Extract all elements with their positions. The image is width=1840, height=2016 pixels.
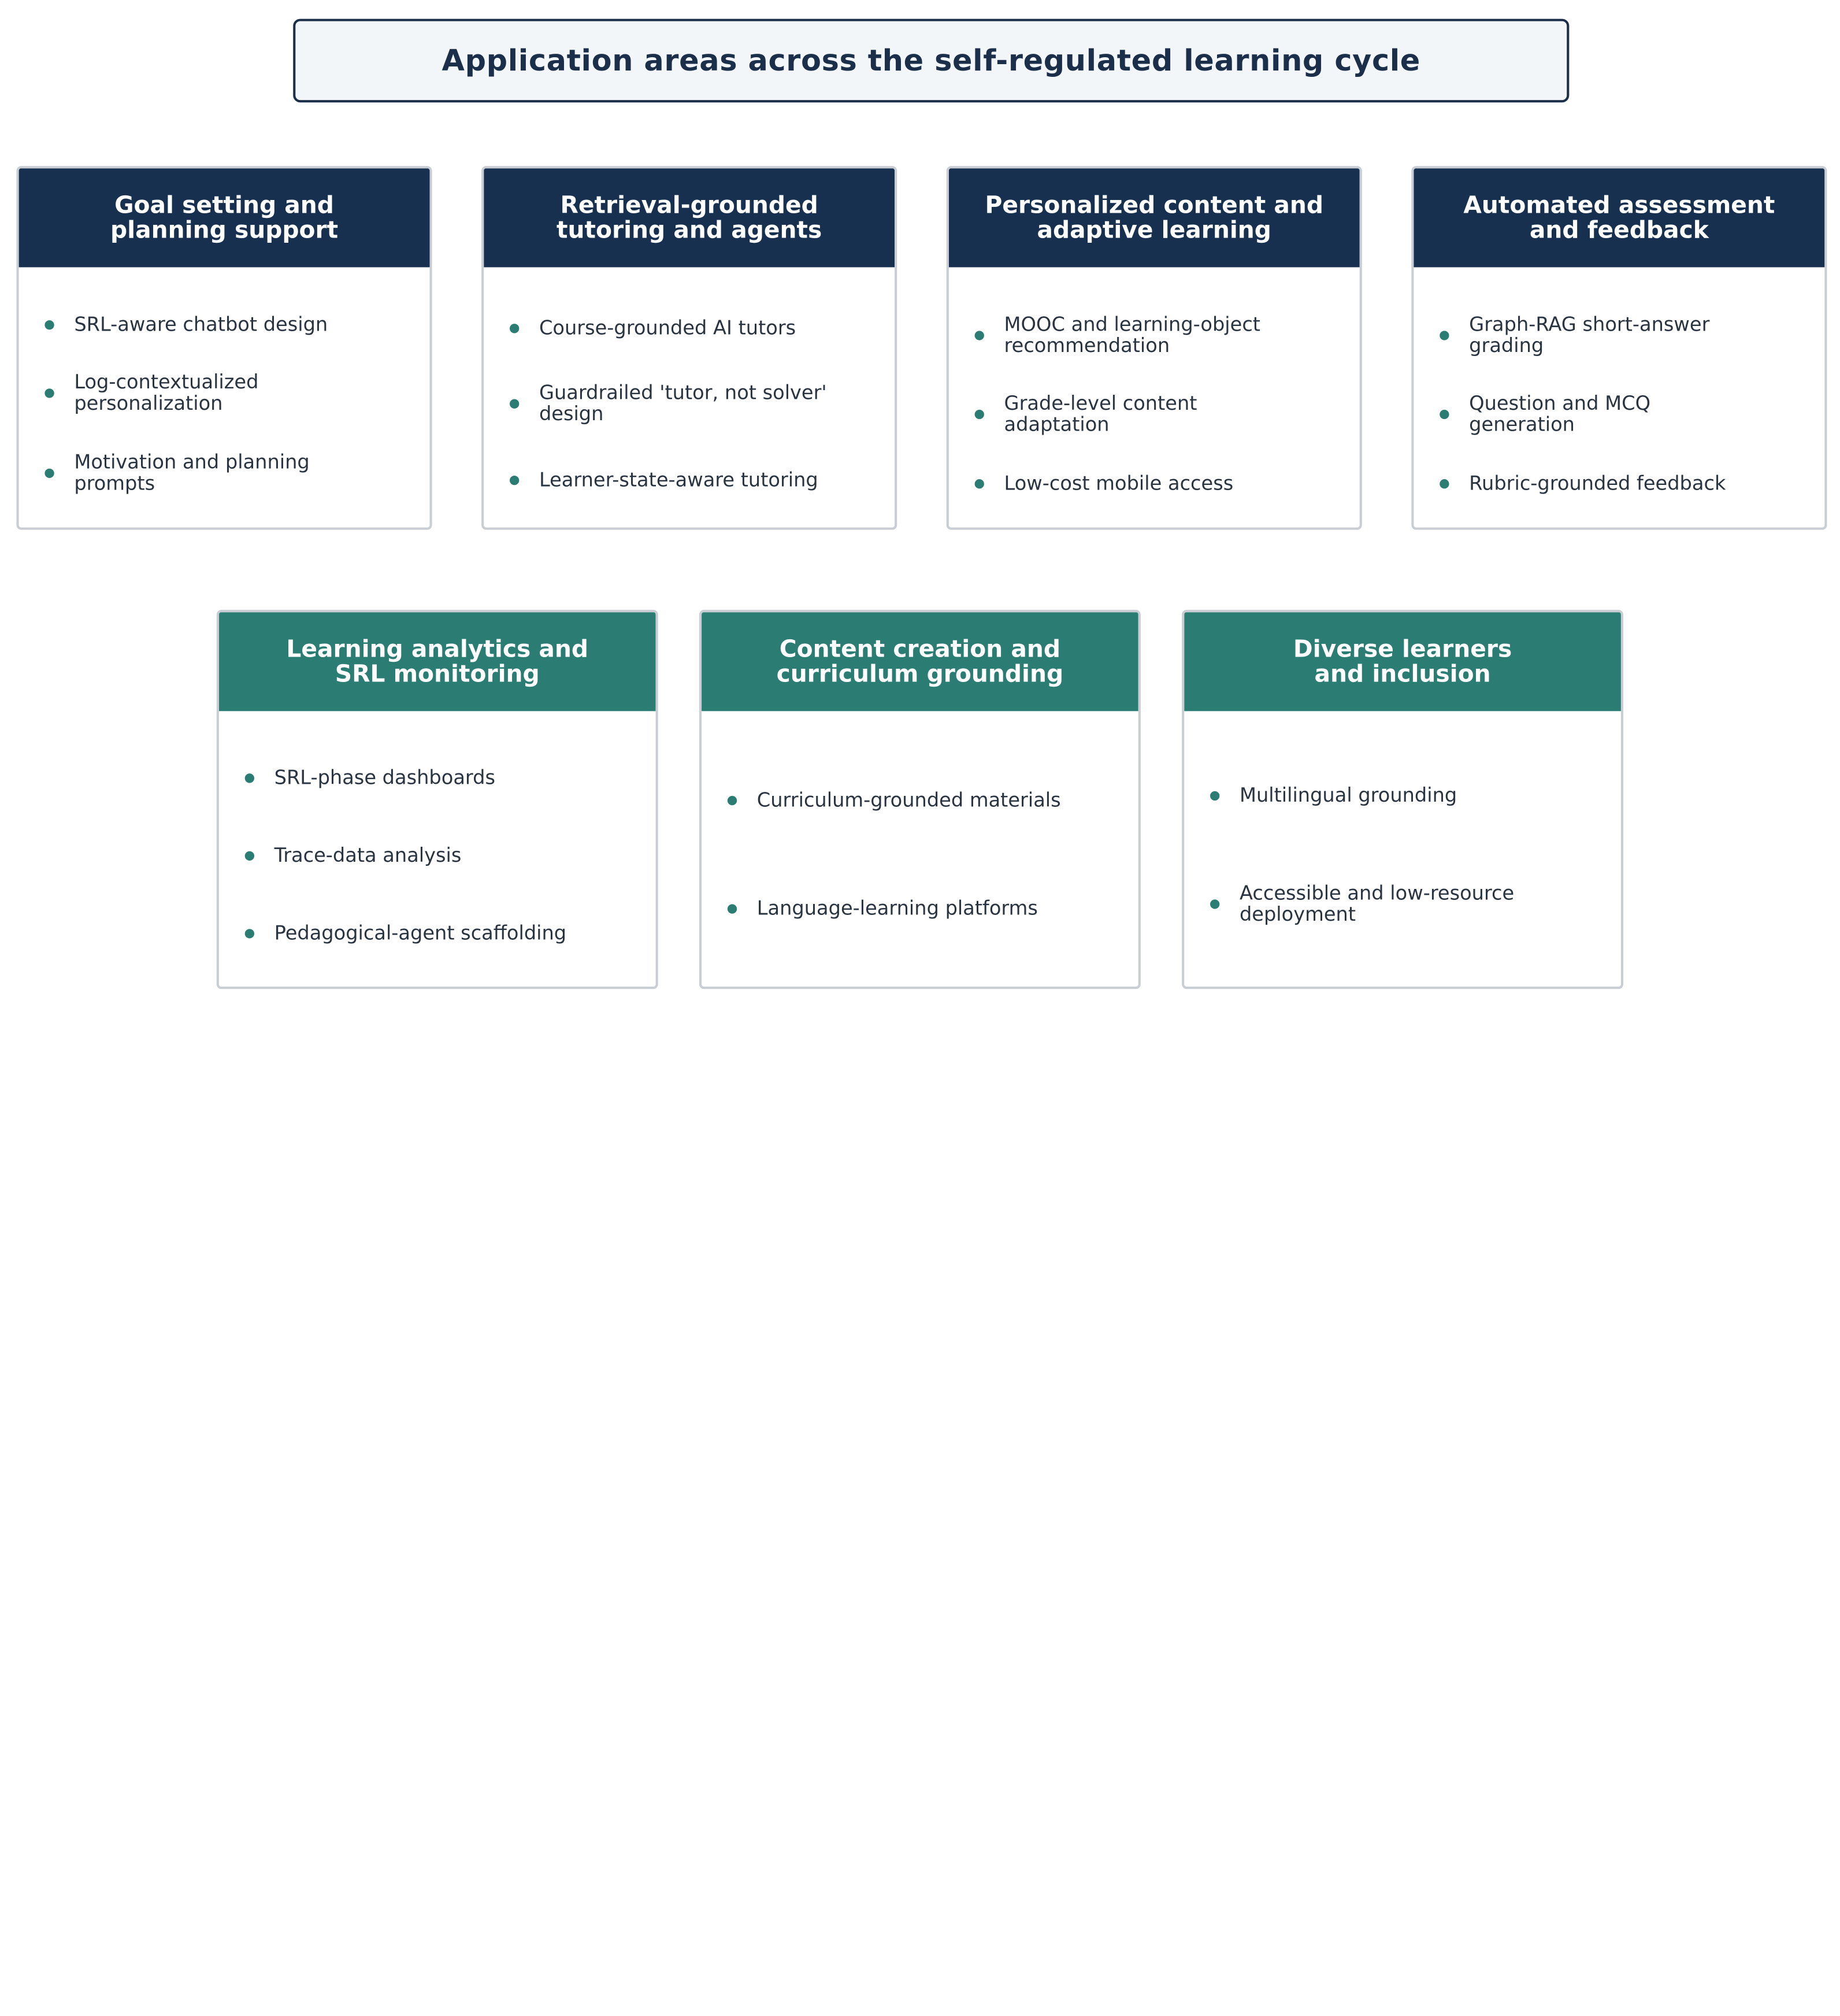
card-retrieval-tutoring: Retrieval-grounded tutoring and agents C… (481, 166, 897, 530)
title-box: Application areas across the self-regula… (293, 18, 1570, 103)
bullet-dot (510, 323, 520, 333)
card-diverse-learners: Diverse learners and inclusion Multiling… (1182, 610, 1624, 990)
list-item: Grade-level content adaptation (949, 392, 1360, 436)
card-goal-setting: Goal setting and planning support SRL-aw… (16, 166, 432, 530)
list-item: Multilingual grounding (1184, 783, 1621, 806)
list-item-text: Learner-state-aware tutoring (539, 469, 818, 491)
card-header: Learning analytics and SRL monitoring (218, 612, 656, 711)
list-item-text: MOOC and learning-object recommendation (1004, 313, 1260, 357)
card-header: Retrieval-grounded tutoring and agents (484, 168, 895, 268)
list-item-text: Log-contextualized personalization (74, 371, 259, 416)
list-item: Question and MCQ generation (1414, 392, 1824, 436)
list-item: Guardrailed 'tutor, not solver' design (484, 383, 895, 425)
list-item-text: Curriculum-grounded materials (756, 788, 1061, 811)
card-item-list: SRL-phase dashboards Trace-data analysis… (219, 711, 656, 987)
list-item: Motivation and planning prompts (19, 451, 430, 495)
card-item-list: SRL-aware chatbot design Log-contextuali… (19, 267, 430, 527)
bullet-dot (1440, 410, 1449, 420)
list-item: SRL-aware chatbot design (19, 314, 430, 336)
card-header-text: Retrieval-grounded tutoring and agents (557, 190, 822, 244)
card-header-text: Personalized content and adaptive learni… (985, 190, 1324, 244)
bullet-dot (244, 773, 254, 783)
list-item: Curriculum-grounded materials (702, 790, 1138, 811)
list-item-text: Course-grounded AI tutors (539, 316, 796, 339)
card-header-text: Content creation and curriculum groundin… (776, 634, 1064, 688)
card-item-list: Graph-RAG short-answer grading Question … (1414, 267, 1824, 527)
bullet-dot (974, 331, 984, 340)
list-item: Language-learning platforms (702, 898, 1138, 920)
bullet-dot (974, 479, 984, 489)
list-item-text: SRL-aware chatbot design (74, 313, 328, 336)
bullet-dot (510, 476, 520, 486)
list-item-text: Low-cost mobile access (1004, 472, 1234, 495)
bullet-dot (44, 389, 54, 399)
list-item: Rubric-grounded feedback (1414, 473, 1824, 495)
card-item-list: MOOC and learning-object recommendation … (949, 267, 1360, 527)
bullet-dot (1210, 790, 1220, 801)
list-item-text: SRL-phase dashboards (274, 766, 496, 789)
card-header: Diverse learners and inclusion (1184, 612, 1621, 711)
card-header: Content creation and curriculum groundin… (702, 612, 1138, 711)
list-item-text: Graph-RAG short-answer grading (1469, 313, 1710, 357)
card-header: Goal setting and planning support (18, 168, 430, 268)
list-item-text: Language-learning platforms (756, 897, 1038, 920)
bullet-dot (44, 469, 54, 479)
card-personalized-content: Personalized content and adaptive learni… (946, 166, 1362, 530)
list-item: Accessible and low-resource deployment (1184, 881, 1621, 925)
card-header: Personalized content and adaptive learni… (948, 168, 1360, 268)
list-item-text: Question and MCQ generation (1469, 392, 1651, 436)
card-header-text: Learning analytics and SRL monitoring (286, 634, 589, 688)
bullet-dot (244, 929, 254, 939)
bullet-dot (510, 399, 520, 409)
bullet-dot (1210, 899, 1220, 909)
list-item-text: Accessible and low-resource deployment (1239, 881, 1515, 925)
bullet-dot (727, 904, 737, 914)
list-item-text: Motivation and planning prompts (74, 451, 310, 495)
bullet-dot (727, 796, 737, 806)
list-item-text: Rubric-grounded feedback (1469, 472, 1726, 495)
list-item: Course-grounded AI tutors (484, 316, 895, 339)
list-item-text: Trace-data analysis (274, 844, 462, 867)
card-item-list: Curriculum-grounded materials Language-l… (702, 711, 1138, 987)
bullet-dot (244, 851, 254, 861)
list-item: Graph-RAG short-answer grading (1414, 314, 1824, 357)
card-header-text: Automated assessment and feedback (1463, 190, 1775, 244)
list-item-text: Multilingual grounding (1239, 783, 1457, 806)
list-item: Pedagogical-agent scaffolding (219, 921, 656, 944)
list-item-text: Guardrailed 'tutor, not solver' design (539, 381, 827, 426)
bullet-dot (974, 410, 984, 420)
bullet-dot (1440, 479, 1449, 489)
bullet-dot (44, 320, 54, 330)
list-item: Trace-data analysis (219, 844, 656, 867)
list-item: MOOC and learning-object recommendation (949, 314, 1360, 357)
list-item-text: Pedagogical-agent scaffolding (274, 921, 567, 944)
bullet-dot (1440, 331, 1449, 340)
list-item: SRL-phase dashboards (219, 766, 656, 789)
card-header-text: Diverse learners and inclusion (1293, 634, 1512, 688)
list-item-text: Grade-level content adaptation (1004, 392, 1197, 436)
card-header: Automated assessment and feedback (1414, 168, 1825, 268)
list-item: Log-contextualized personalization (19, 371, 430, 416)
card-learning-analytics: Learning analytics and SRL monitoring SR… (216, 610, 658, 990)
card-automated-assessment: Automated assessment and feedback Graph-… (1411, 166, 1827, 530)
list-item: Learner-state-aware tutoring (484, 469, 895, 491)
card-item-list: Multilingual grounding Accessible and lo… (1184, 711, 1621, 987)
card-content-creation: Content creation and curriculum groundin… (699, 610, 1141, 990)
diagram-title: Application areas across the self-regula… (442, 43, 1420, 78)
card-item-list: Course-grounded AI tutors Guardrailed 't… (484, 267, 895, 527)
list-item: Low-cost mobile access (949, 473, 1360, 495)
card-header-text: Goal setting and planning support (110, 190, 339, 244)
